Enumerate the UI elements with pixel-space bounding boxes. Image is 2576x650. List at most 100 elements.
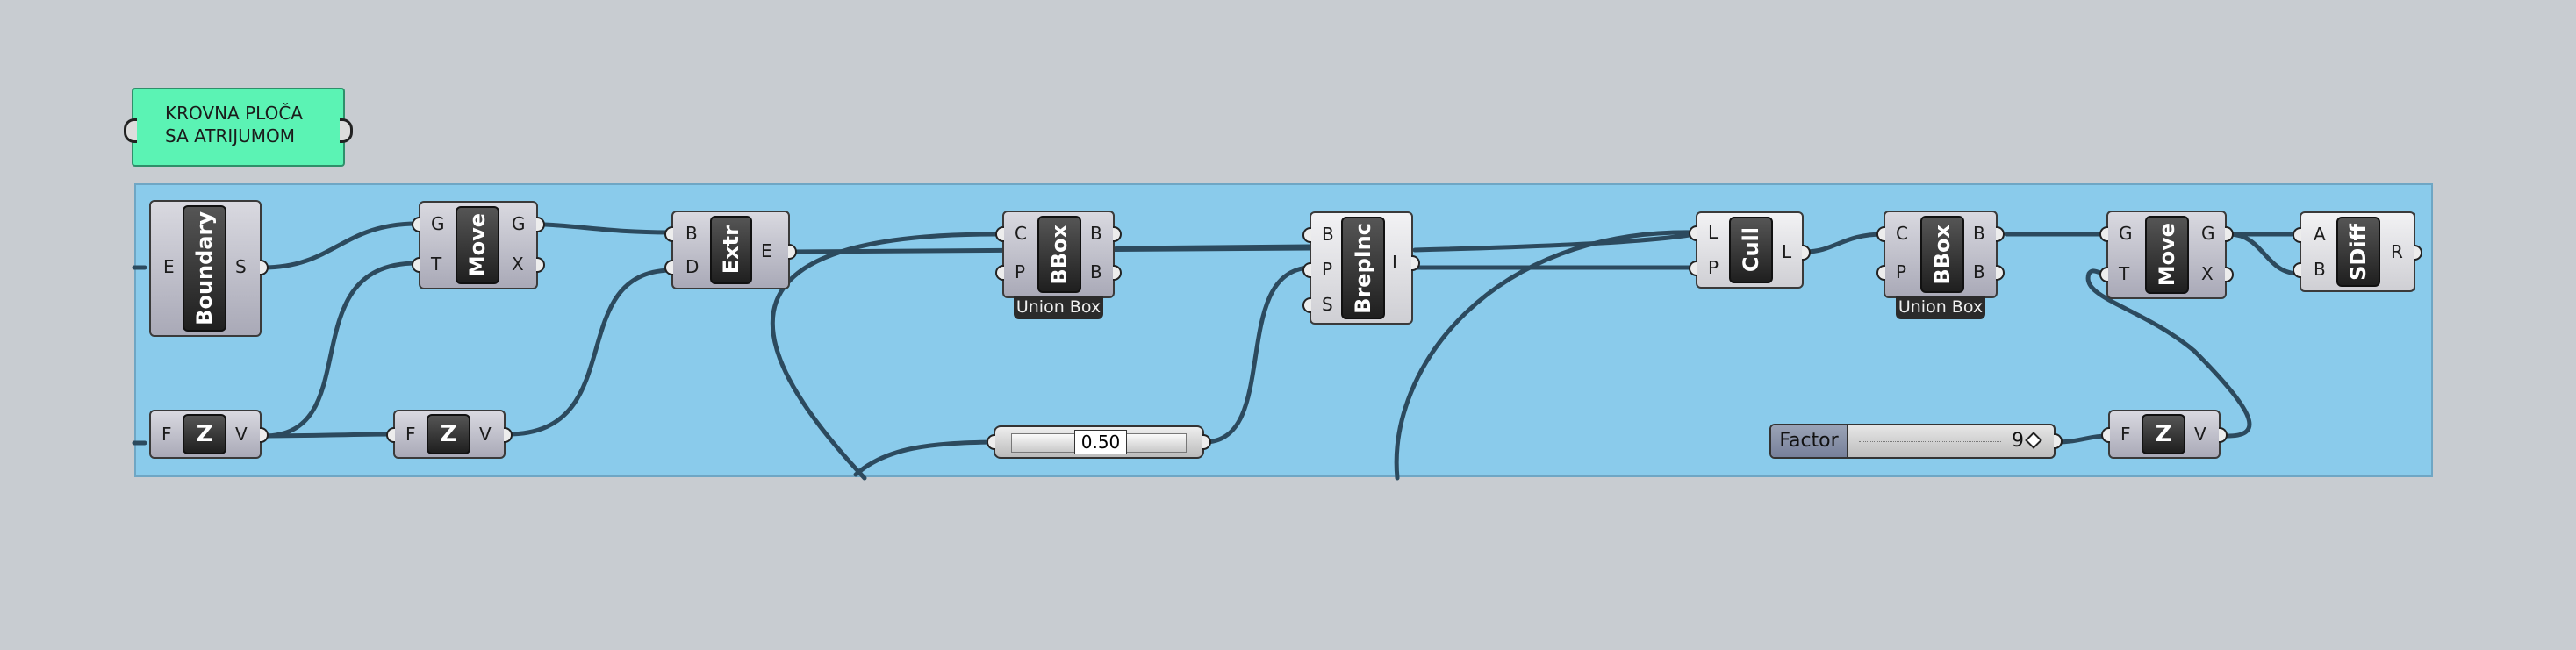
output-v-grip[interactable] xyxy=(2219,427,2228,443)
move-core-1[interactable]: Move xyxy=(456,206,499,284)
output-b-grip[interactable] xyxy=(1996,226,2005,242)
boundary-component[interactable]: Boundary E S xyxy=(149,200,269,337)
panel-output-grip[interactable] xyxy=(340,118,353,143)
output-b-grip[interactable] xyxy=(1113,226,1122,242)
output-e-grip[interactable] xyxy=(788,244,797,260)
output-r-grip[interactable] xyxy=(2414,245,2422,261)
output-x-grip[interactable] xyxy=(536,257,545,273)
input-f-label: F xyxy=(161,424,172,445)
output-x-label: X xyxy=(512,254,524,275)
input-g-grip[interactable] xyxy=(412,217,420,232)
wire xyxy=(770,232,1005,481)
output-l-grip[interactable] xyxy=(1802,245,1811,261)
wire xyxy=(853,439,996,477)
slider-output-grip[interactable] xyxy=(1202,434,1211,450)
move-component-2[interactable]: Move G T G X xyxy=(2099,211,2234,299)
input-c-label: C xyxy=(1015,223,1027,244)
wire xyxy=(261,432,396,439)
input-s-label: S xyxy=(1322,294,1333,315)
input-p-label: P xyxy=(1322,259,1333,280)
output-v-grip[interactable] xyxy=(260,427,269,443)
slider-input-grip[interactable] xyxy=(987,434,995,450)
input-p-label: P xyxy=(1708,257,1719,278)
union-box-tag-1: Union Box xyxy=(1014,296,1103,319)
input-g-grip[interactable] xyxy=(2099,226,2108,242)
cull-core[interactable]: Cull xyxy=(1729,217,1773,283)
union-box-tag-2: Union Box xyxy=(1896,296,1985,319)
bounding-box-component-1[interactable]: BBox C P B B xyxy=(995,211,1122,298)
output-l-label: L xyxy=(1782,241,1792,262)
input-a-grip[interactable] xyxy=(2293,227,2301,243)
output-v-label: V xyxy=(235,424,248,445)
unit-z-core-1[interactable]: Z xyxy=(183,414,226,454)
brep-inclusion-component[interactable]: BrepInc B P S I xyxy=(1302,211,1420,325)
wire xyxy=(1394,230,1698,481)
boundary-core[interactable]: Boundary xyxy=(183,205,226,332)
input-b-grip[interactable] xyxy=(1302,227,1311,243)
move-component-1[interactable]: Move G T G X xyxy=(412,201,545,289)
input-c-grip[interactable] xyxy=(995,226,1004,242)
unit-z-component-1[interactable]: Z F V xyxy=(149,410,269,459)
factor-output-grip[interactable] xyxy=(2054,433,2063,449)
input-s-grip[interactable] xyxy=(1302,297,1311,313)
number-slider[interactable]: 0.50 xyxy=(987,425,1211,459)
input-d-grip[interactable] xyxy=(664,260,673,275)
brepinc-core[interactable]: BrepInc xyxy=(1341,217,1385,319)
unit-z-core-3[interactable]: Z xyxy=(2142,414,2185,454)
diamond-icon[interactable] xyxy=(2025,432,2042,449)
output-g-label: G xyxy=(2201,223,2215,244)
slider-value[interactable]: 0.50 xyxy=(1074,430,1127,454)
bbox-core-2[interactable]: BBox xyxy=(1920,216,1964,293)
output-g-grip[interactable] xyxy=(2225,226,2234,242)
output-x-grip[interactable] xyxy=(2225,267,2234,282)
wire xyxy=(505,268,674,437)
move-core-2[interactable]: Move xyxy=(2145,216,2189,294)
input-l-grip[interactable] xyxy=(1689,225,1697,241)
input-p-grip[interactable] xyxy=(1876,265,1885,281)
input-b-label: B xyxy=(1322,224,1334,245)
input-t-grip[interactable] xyxy=(2099,267,2108,282)
panel-input-grip[interactable] xyxy=(124,118,137,143)
input-t-label: T xyxy=(2119,263,2130,284)
input-f-grip[interactable] xyxy=(2101,427,2110,443)
solid-difference-component[interactable]: SDiff A B R xyxy=(2293,211,2422,292)
output-i-grip[interactable] xyxy=(1411,255,1420,271)
output-v-label: V xyxy=(2194,424,2206,445)
input-c-grip[interactable] xyxy=(1876,226,1885,242)
input-p-grip[interactable] xyxy=(1689,261,1697,276)
output-b2-grip[interactable] xyxy=(1113,265,1122,281)
extrude-component[interactable]: Extr B D E xyxy=(664,211,797,289)
input-p-grip[interactable] xyxy=(995,265,1004,281)
factor-slider[interactable]: Factor 9 xyxy=(1769,424,2063,459)
input-f-label: F xyxy=(405,424,416,445)
output-g-grip[interactable] xyxy=(536,217,545,232)
output-s-grip[interactable] xyxy=(260,260,269,275)
slider-track[interactable] xyxy=(1859,441,2001,444)
unit-z-component-3[interactable]: Z F V xyxy=(2101,410,2228,459)
output-g-label: G xyxy=(512,213,526,234)
output-x-label: X xyxy=(2201,263,2214,284)
input-b-grip[interactable] xyxy=(664,226,673,242)
unit-z-component-2[interactable]: Z F V xyxy=(386,410,513,459)
wire xyxy=(2226,232,2302,276)
extrude-core[interactable]: Extr xyxy=(710,216,752,284)
input-p-grip[interactable] xyxy=(1302,262,1311,278)
input-b-grip[interactable] xyxy=(2293,262,2301,278)
input-t-grip[interactable] xyxy=(412,257,420,273)
input-f-grip[interactable] xyxy=(386,427,395,443)
sdiff-core[interactable]: SDiff xyxy=(2336,217,2380,287)
unit-z-core-2[interactable]: Z xyxy=(427,414,470,454)
output-b2-grip[interactable] xyxy=(1996,265,2005,281)
wire xyxy=(1202,265,1312,445)
input-g-label: G xyxy=(2119,223,2133,244)
cull-pattern-component[interactable]: Cull L P L xyxy=(1689,211,1811,289)
input-b-label: B xyxy=(685,223,698,244)
input-a-label: A xyxy=(2314,224,2326,245)
output-b2-label: B xyxy=(1973,261,1985,282)
note-panel[interactable]: KROVNA PLOČA SA ATRIJUMOM xyxy=(124,88,353,167)
bounding-box-component-2[interactable]: BBox C P B B xyxy=(1876,211,2005,298)
input-d-label: D xyxy=(685,256,700,277)
bbox-core-1[interactable]: BBox xyxy=(1037,216,1081,293)
output-v-grip[interactable] xyxy=(504,427,513,443)
